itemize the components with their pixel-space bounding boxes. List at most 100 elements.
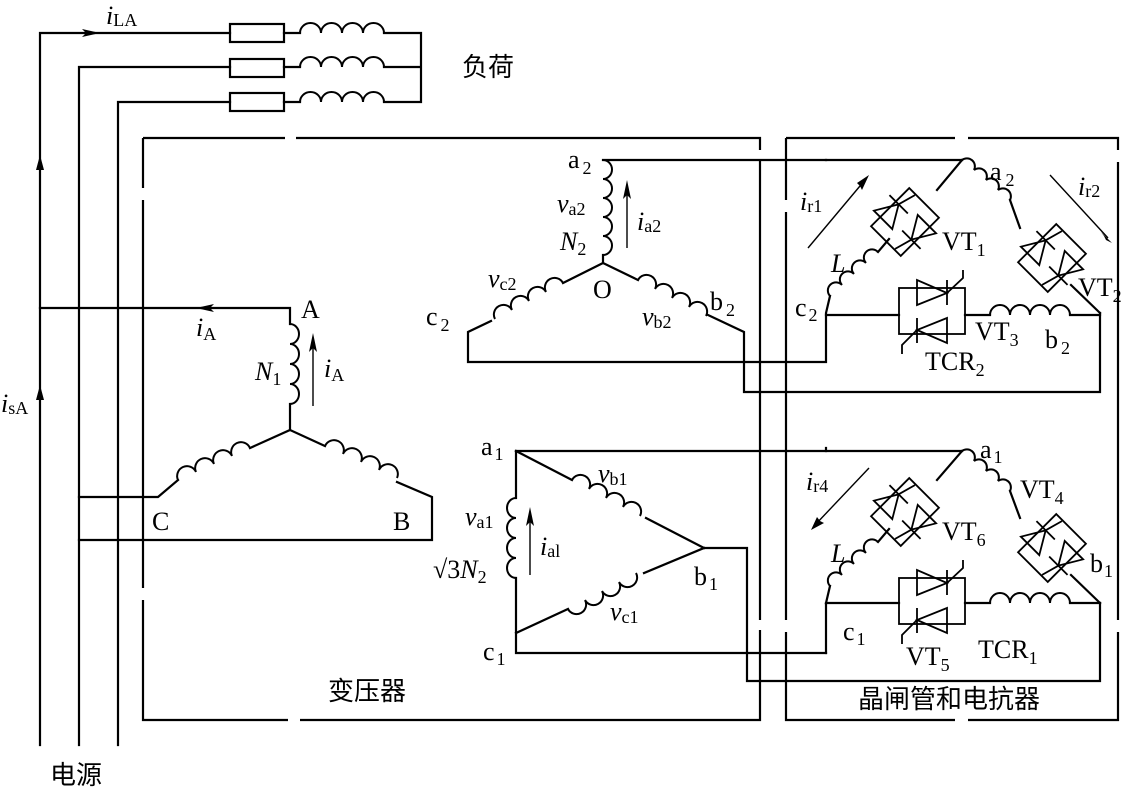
tcr2-current-r2-arrow <box>1101 232 1112 243</box>
tcr2-vt2-to-b2 <box>1069 283 1102 315</box>
delta-side-cb-end <box>642 546 706 575</box>
primary-leg-c-end <box>77 478 180 499</box>
tcr2-a2-coil <box>961 157 1012 201</box>
delta-current-arrow <box>526 507 534 526</box>
source-line-phase-b <box>77 65 232 747</box>
source-current-label: isA <box>1 389 28 418</box>
secondary-delta-winding <box>506 446 1102 683</box>
delta-coil-b1 <box>571 473 643 517</box>
wye-leg-b2 <box>601 261 640 282</box>
wye-leg-c2-end <box>466 313 828 364</box>
tcr2-current-r1-arrow-shaft <box>807 179 866 249</box>
delta-winding-label: √3N2 <box>433 555 487 587</box>
tcr2-current-r1-arrow <box>857 175 869 190</box>
tcr1-b1-inductor <box>989 592 1071 604</box>
tcr1-vt6-label: VT6 <box>942 517 986 550</box>
wye-coil-b2 <box>637 273 709 317</box>
delta-coil-a1 <box>506 497 517 579</box>
tcr2-vt2-label: VT2 <box>1078 273 1122 306</box>
load-star-bus <box>382 31 423 104</box>
tcr-frame <box>784 136 1120 722</box>
tcr1-current-r4-arrow <box>811 517 824 530</box>
load-current-label: iLA <box>106 1 137 30</box>
primary-leg-c <box>248 428 292 450</box>
tcr2-current-r2-arrow-shaft <box>1049 174 1109 239</box>
tcr1-inductor-l <box>826 538 879 587</box>
tcr2-vt1-label: VT1 <box>942 227 986 260</box>
primary-winding-label: N1 <box>254 357 281 389</box>
secondary-wye-winding <box>466 158 1102 394</box>
primary-coil-c <box>176 441 251 481</box>
tcr1-circuit <box>811 448 1102 644</box>
wye-voltage-c2: vc2 <box>488 264 517 294</box>
primary-phase-a-wire <box>38 306 292 326</box>
transformer-label: 变压器 <box>328 677 406 707</box>
load-inductor-c <box>299 91 385 103</box>
tcr1-vt4-label: VT4 <box>1020 475 1064 508</box>
source-current-arrow-upper <box>36 155 44 170</box>
delta-current-label: ial <box>540 532 560 561</box>
load-current-arrow <box>82 29 100 37</box>
tcr2-inductor-label: L <box>830 249 845 278</box>
load-inductor-a <box>299 22 385 34</box>
wye-neutral-label: O <box>593 275 612 304</box>
tcr1-vt5-label: VT5 <box>906 642 950 675</box>
tcr1-a1-coil <box>961 448 1012 492</box>
tcr1-terminal-b1: b1 <box>1090 549 1113 581</box>
load-resistor-b <box>228 57 286 79</box>
tcr1-a1-coil-end <box>1008 489 1022 520</box>
delta-side-ab <box>514 449 574 482</box>
primary-winding-current-label: iA <box>324 354 344 385</box>
tcr2-c2-node <box>824 294 901 317</box>
primary-line-current-arrow <box>196 304 214 312</box>
tcr2-inductor-l <box>826 248 879 297</box>
wye-voltage-a2: va2 <box>557 189 586 219</box>
delta-voltage-b1: vb1 <box>598 459 628 489</box>
load-resistor-a <box>228 22 286 44</box>
delta-voltage-a1: va1 <box>465 502 494 532</box>
delta-side-cb <box>514 607 570 635</box>
wye-leg-b2-end <box>706 311 1102 394</box>
transformer-frame <box>141 136 762 722</box>
delta-a1-wire <box>514 446 828 453</box>
tcr2-vt1-to-l <box>876 237 891 254</box>
tcr1-name-label: TCR1 <box>978 635 1038 668</box>
tcr1-current-r4-arrow-shaft <box>814 467 870 526</box>
primary-winding-current-arrow <box>309 333 317 352</box>
primary-terminal-a: A <box>301 295 320 324</box>
tcr1-a1-to-vt6 <box>935 449 964 482</box>
delta-coil-c1 <box>567 572 639 616</box>
thyristor-pair-vt3 <box>898 270 966 354</box>
primary-leg-b-end <box>77 480 434 542</box>
tcr2-a2-to-vt1 <box>935 158 964 192</box>
thyristor-pair-vt1 <box>869 186 941 258</box>
primary-coil-n1 <box>289 323 300 405</box>
thyristor-reactor-label: 晶闸管和电抗器 <box>858 685 1040 715</box>
tcr-frame-border <box>784 136 1120 722</box>
tcr1-current-r4-label: ir4 <box>806 467 828 496</box>
source-current-arrow <box>36 385 44 400</box>
wye-current-label: ia2 <box>637 207 661 236</box>
primary-coil-b <box>324 439 399 479</box>
tcr2-a2-coil-end <box>1008 198 1022 230</box>
thyristor-pair-vt5 <box>898 560 966 644</box>
load-label: 负荷 <box>462 53 514 83</box>
primary-leg-b <box>288 428 327 448</box>
wye-current-arrow <box>623 180 631 199</box>
load-inductor-b <box>299 56 385 68</box>
source-lines <box>36 29 232 747</box>
delta-side-ab-end <box>644 516 706 550</box>
tcr1-c1-node <box>824 584 901 605</box>
wye-leg-c2 <box>561 261 605 285</box>
wye-coil-c2 <box>492 276 564 320</box>
delta-left-side <box>514 576 828 655</box>
tcr1-vt4-to-b1 <box>1069 573 1102 605</box>
